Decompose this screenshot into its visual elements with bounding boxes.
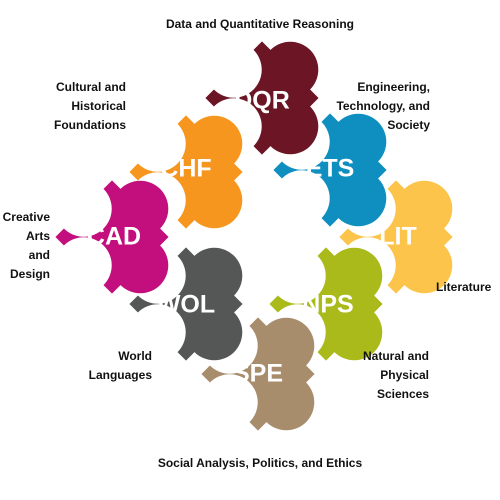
- caption-wol-line: Languages: [88, 368, 152, 382]
- piece-dqr-label: DQR: [234, 87, 290, 115]
- piece-lit-label: LIT: [379, 223, 417, 251]
- caption-spe-line: Social Analysis, Politics, and Ethics: [157, 456, 363, 470]
- caption-chf-line: Foundations: [54, 118, 126, 132]
- caption-chf-line: Historical: [71, 99, 126, 113]
- caption-nps-line: Physical: [380, 368, 429, 382]
- caption-lit: Literature: [436, 278, 496, 297]
- caption-cad-line: Arts: [25, 229, 50, 243]
- caption-dqr-line: Data and Quantitative Reasoning: [165, 17, 355, 31]
- caption-nps-line: Natural and: [362, 349, 429, 363]
- caption-chf-line: Cultural and: [55, 80, 126, 94]
- caption-chf: Cultural and Historical Foundations: [20, 78, 126, 135]
- caption-wol: World Languages: [60, 347, 152, 385]
- piece-ets-label: ETS: [306, 155, 355, 183]
- caption-ets-line: Engineering,: [357, 80, 430, 94]
- caption-cad-line: Creative: [2, 210, 50, 224]
- piece-wol-label: WOL: [157, 291, 215, 319]
- caption-cad: Creative Arts and Design: [0, 208, 50, 284]
- caption-ets: Engineering, Technology, and Society: [330, 78, 430, 135]
- piece-chf-label: CHF: [160, 155, 211, 183]
- piece-cad-label: CAD: [87, 223, 141, 251]
- caption-nps: Natural and Physical Sciences: [340, 347, 429, 404]
- caption-spe: Social Analysis, Politics, and Ethics: [120, 454, 400, 473]
- caption-nps-line: Sciences: [376, 387, 429, 401]
- caption-dqr: Data and Quantitative Reasoning: [160, 15, 360, 34]
- piece-spe-label: SPE: [233, 360, 283, 388]
- caption-ets-line: Society: [387, 118, 430, 132]
- caption-lit-line: Literature: [436, 280, 492, 294]
- caption-cad-line: and: [28, 248, 50, 262]
- caption-wol-line: World: [118, 349, 152, 363]
- caption-ets-line: Technology, and: [336, 99, 430, 113]
- piece-nps-label: NPS: [302, 291, 353, 319]
- caption-cad-line: Design: [9, 267, 50, 281]
